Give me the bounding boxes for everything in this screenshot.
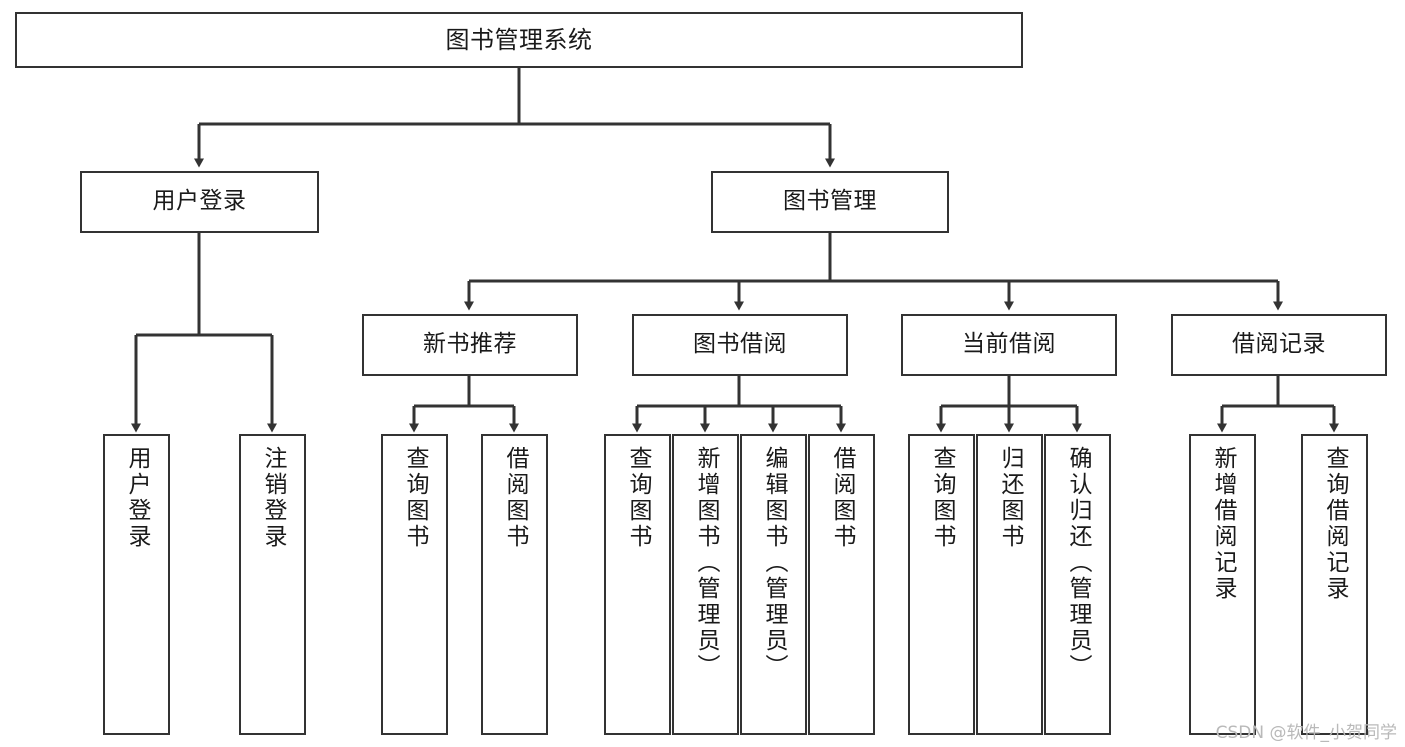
node-leaf-add-record-label: 新增借阅记录 (1210, 446, 1236, 602)
node-leaf-query-book-3[interactable]: 查询图书 (908, 434, 975, 735)
node-user-login[interactable]: 用户登录 (80, 171, 319, 233)
node-new-book-recommend[interactable]: 新书推荐 (362, 314, 578, 376)
node-book-borrow[interactable]: 图书借阅 (632, 314, 848, 376)
node-leaf-user-login-label: 用户登录 (124, 446, 150, 550)
node-leaf-borrow-book-1-label: 借阅图书 (502, 446, 528, 550)
node-book-borrow-label: 图书借阅 (693, 331, 787, 358)
watermark-text: CSDN @软件_小贺同学 (1215, 723, 1397, 743)
node-leaf-user-login[interactable]: 用户登录 (103, 434, 170, 735)
node-leaf-query-book-2[interactable]: 查询图书 (604, 434, 671, 735)
node-leaf-query-record-label: 查询借阅记录 (1322, 446, 1348, 602)
node-leaf-logout-login-label: 注销登录 (260, 446, 286, 550)
node-leaf-return-book[interactable]: 归还图书 (976, 434, 1043, 735)
node-borrow-record[interactable]: 借阅记录 (1171, 314, 1387, 376)
node-leaf-query-record[interactable]: 查询借阅记录 (1301, 434, 1368, 735)
node-leaf-add-book[interactable]: 新增图书（管理员） (672, 434, 739, 735)
node-leaf-borrow-book-2[interactable]: 借阅图书 (808, 434, 875, 735)
node-book-management[interactable]: 图书管理 (711, 171, 949, 233)
node-new-book-recommend-label: 新书推荐 (423, 331, 517, 358)
node-leaf-logout-login[interactable]: 注销登录 (239, 434, 306, 735)
node-leaf-query-book-1[interactable]: 查询图书 (381, 434, 448, 735)
node-leaf-edit-book[interactable]: 编辑图书（管理员） (740, 434, 807, 735)
node-leaf-borrow-book-1[interactable]: 借阅图书 (481, 434, 548, 735)
node-book-management-label: 图书管理 (783, 188, 877, 215)
node-leaf-query-book-3-label: 查询图书 (929, 446, 955, 550)
node-root[interactable]: 图书管理系统 (15, 12, 1023, 68)
node-leaf-confirm-return-label: 确认归还（管理员） (1065, 446, 1091, 680)
node-current-borrow-label: 当前借阅 (962, 331, 1056, 358)
node-leaf-add-book-label: 新增图书（管理员） (693, 446, 719, 680)
node-user-login-label: 用户登录 (152, 188, 247, 215)
node-current-borrow[interactable]: 当前借阅 (901, 314, 1117, 376)
node-leaf-return-book-label: 归还图书 (997, 446, 1023, 550)
node-leaf-query-book-2-label: 查询图书 (625, 446, 651, 550)
node-root-label: 图书管理系统 (445, 25, 593, 54)
node-leaf-query-book-1-label: 查询图书 (402, 446, 428, 550)
node-borrow-record-label: 借阅记录 (1232, 331, 1326, 358)
node-leaf-borrow-book-2-label: 借阅图书 (829, 446, 855, 550)
node-leaf-add-record[interactable]: 新增借阅记录 (1189, 434, 1256, 735)
node-leaf-confirm-return[interactable]: 确认归还（管理员） (1044, 434, 1111, 735)
node-leaf-edit-book-label: 编辑图书（管理员） (761, 446, 787, 680)
